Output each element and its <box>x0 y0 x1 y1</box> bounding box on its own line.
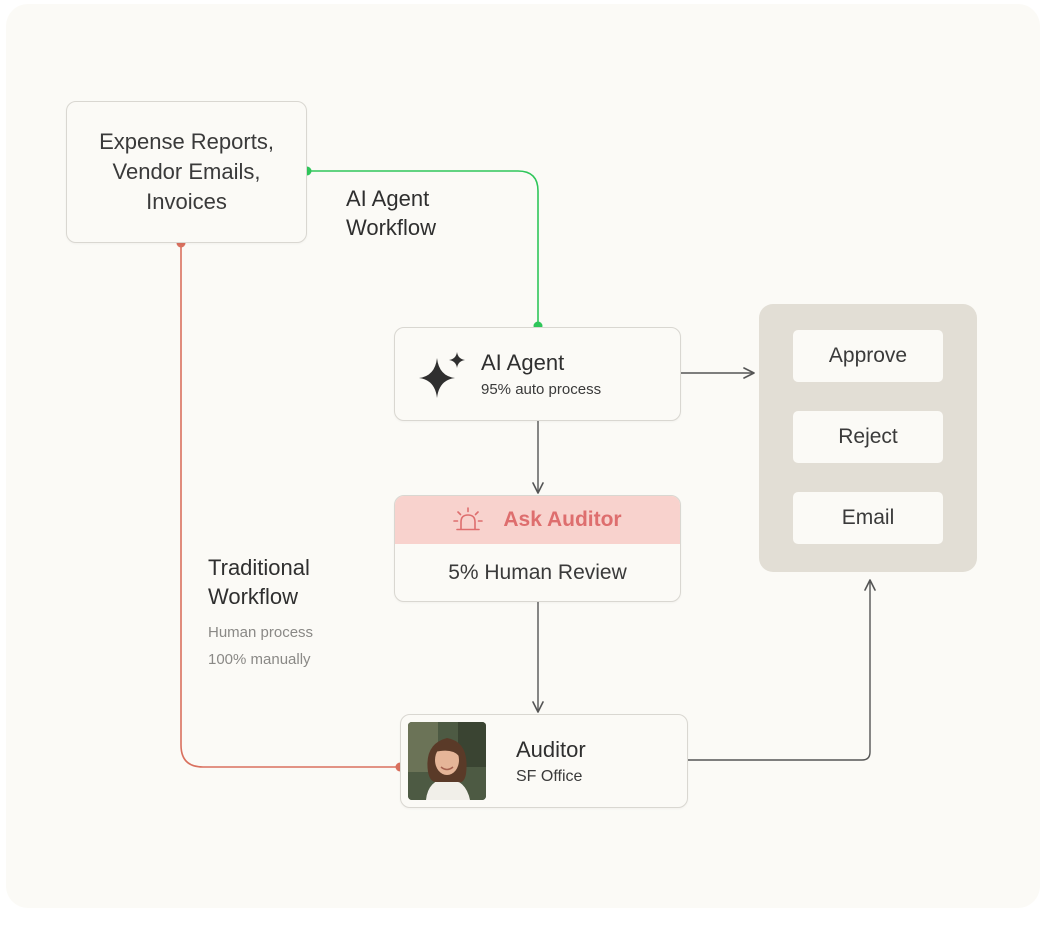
source-line-invoices: Invoices <box>146 189 227 214</box>
auditor-node: Auditor SF Office <box>400 714 688 808</box>
auditor-name: Auditor <box>516 737 586 762</box>
traditional-workflow-label-line-2: Workflow <box>208 584 299 609</box>
ai-agent-subtitle: 95% auto process <box>481 381 602 398</box>
actions-panel: Approve Reject Email <box>759 304 977 572</box>
traditional-workflow-label: Traditional Workflow <box>208 553 310 611</box>
traditional-workflow-label-line-1: Traditional <box>208 555 310 580</box>
source-line-expense-reports: Expense Reports, <box>99 129 274 154</box>
ai-agent-node: AI Agent 95% auto process <box>394 327 681 421</box>
sparkle-icon <box>419 352 465 398</box>
source-line-vendor-emails: Vendor Emails, <box>112 159 261 184</box>
input-sources-node: Expense Reports, Vendor Emails, Invoices <box>66 101 307 243</box>
ai-path-connector <box>307 170 539 326</box>
human-review-label: 5% Human Review <box>448 560 627 584</box>
ai-workflow-label-line-1: AI Agent <box>346 186 430 211</box>
auditor-avatar <box>408 722 486 800</box>
input-sources-label: Expense Reports, Vendor Emails, Invoices <box>99 127 274 217</box>
alarm-icon <box>453 507 484 531</box>
traditional-path-connector <box>180 243 400 768</box>
ai-workflow-label-line-2: Workflow <box>346 215 437 240</box>
traditional-note-human-process: Human process <box>208 624 314 641</box>
auditor-office: SF Office <box>516 768 583 785</box>
ask-auditor-header: Ask Auditor <box>395 496 680 544</box>
ask-auditor-label: Ask Auditor <box>503 508 622 531</box>
ai-workflow-label: AI Agent Workflow <box>346 184 436 242</box>
auditor-portrait <box>408 722 486 800</box>
auditor-to-actions-arrow <box>687 579 876 761</box>
ai-agent-title: AI Agent <box>481 350 565 375</box>
ask-auditor-node: Ask Auditor 5% Human Review <box>394 495 681 602</box>
traditional-note-manual: 100% manually <box>208 651 311 668</box>
approve-button[interactable]: Approve <box>793 330 943 382</box>
traditional-workflow-notes: Human process 100% manually <box>208 619 313 673</box>
email-button[interactable]: Email <box>793 492 943 544</box>
reject-button[interactable]: Reject <box>793 411 943 463</box>
